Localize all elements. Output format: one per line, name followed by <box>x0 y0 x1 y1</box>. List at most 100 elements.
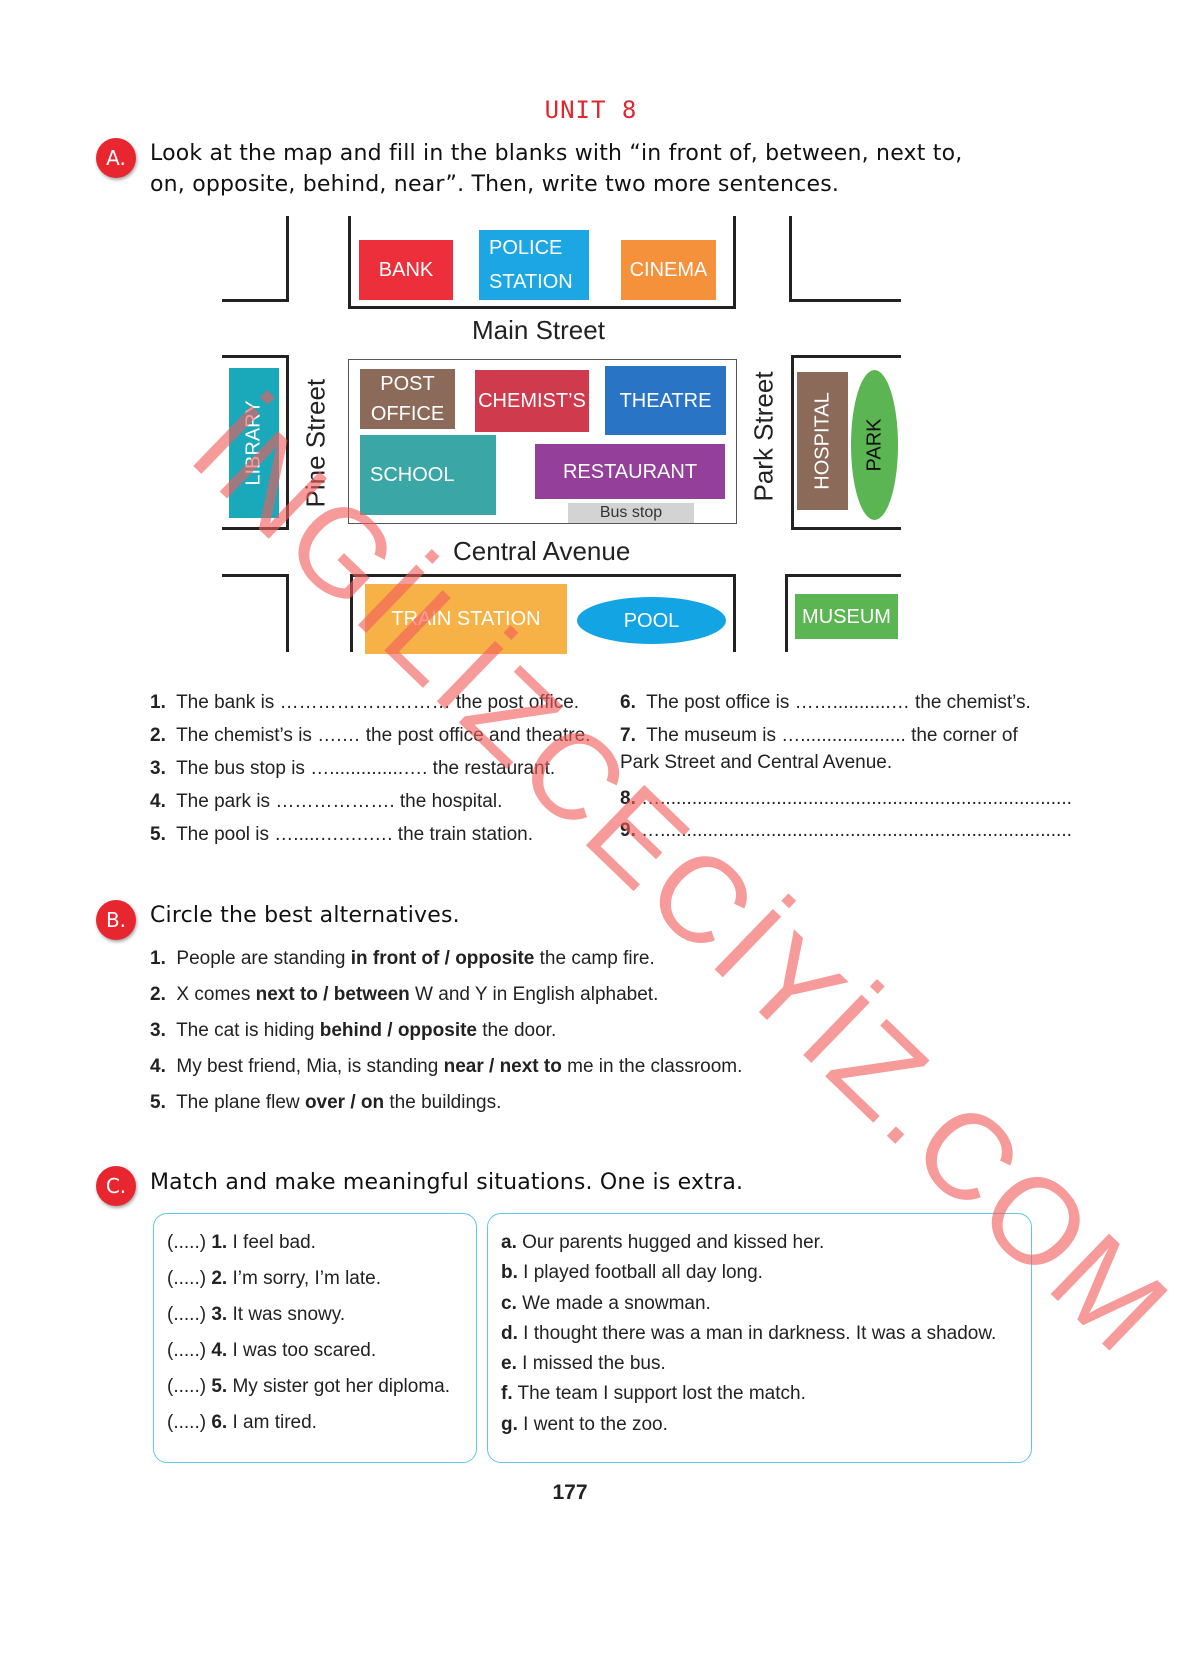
question-b4: 4. My best friend, Mia, is standing near… <box>150 1050 742 1084</box>
question-text: The park is ………………. the hospital. <box>176 791 503 812</box>
item-letter: a. <box>501 1232 517 1253</box>
item-letter: d. <box>501 1323 518 1344</box>
match-right-item: a. Our parents hugged and kissed her. <box>501 1232 824 1254</box>
street-edge <box>286 574 289 652</box>
answer-blank[interactable]: (.....) <box>167 1340 207 1361</box>
sentence-end: W and Y in English alphabet. <box>409 984 659 1005</box>
street-edge <box>222 299 288 302</box>
street-edge <box>733 216 736 309</box>
item-number: 4. <box>211 1340 228 1361</box>
question-a2: 2. The chemist’s is ….… the post office … <box>150 719 590 753</box>
question-text: The chemist’s is ….… the post office and… <box>176 725 591 746</box>
alternatives[interactable]: in front of / opposite <box>350 948 535 969</box>
item-text: I thought there was a man in darkness. I… <box>523 1323 997 1344</box>
unit-title: UNIT 8 <box>544 96 638 124</box>
question-a4: 4. The park is ………………. the hospital. <box>150 785 502 819</box>
question-a5: 5. The pool is ….....….….…. the train st… <box>150 818 533 852</box>
question-b5: 5. The plane flew over / on the building… <box>150 1086 501 1120</box>
item-text: I feel bad. <box>232 1232 316 1253</box>
park-label: PARK <box>863 418 885 472</box>
sentence-start: People are standing <box>176 948 351 969</box>
question-b1: 1. People are standing in front of / opp… <box>150 942 655 976</box>
police-station-building: POLICE STATION <box>479 230 589 300</box>
match-right-item: e. I missed the bus. <box>501 1353 666 1375</box>
item-number: 2. <box>211 1268 228 1289</box>
section-b-title: Circle the best alternatives. <box>150 903 460 928</box>
item-text: I am tired. <box>232 1412 317 1433</box>
item-text: I’m sorry, I’m late. <box>232 1268 381 1289</box>
question-a8: 8. …....................................… <box>620 782 1072 816</box>
street-edge <box>286 355 289 530</box>
sentence-start: The cat is hiding <box>176 1020 320 1041</box>
park-street-label: Park Street <box>748 371 779 502</box>
street-edge <box>791 527 901 530</box>
street-edge <box>286 216 289 302</box>
answer-blank[interactable]: (.....) <box>167 1304 207 1325</box>
hospital-label: HOSPITAL <box>811 392 833 490</box>
item-text: I missed the bus. <box>522 1353 666 1374</box>
train-station-building: TRAIN STATION <box>365 584 567 654</box>
question-number: 3. <box>150 1020 166 1041</box>
sentence-end: me in the classroom. <box>561 1056 743 1077</box>
answer-line[interactable]: ….......................................… <box>641 820 1072 841</box>
match-left-item: (.....) 4. I was too scared. <box>167 1340 376 1362</box>
question-number: 2. <box>150 725 166 746</box>
answer-blank[interactable]: (.....) <box>167 1412 207 1433</box>
match-right-item: f. The team I support lost the match. <box>501 1383 806 1405</box>
answer-blank[interactable]: (.....) <box>167 1232 207 1253</box>
page-number: 177 <box>552 1481 588 1504</box>
item-text: It was snowy. <box>232 1304 346 1325</box>
bus-stop: Bus stop <box>568 503 694 523</box>
park-area: PARK <box>851 370 898 520</box>
street-edge <box>348 306 735 309</box>
item-text: My sister got her diploma. <box>232 1376 451 1397</box>
item-number: 3. <box>211 1304 228 1325</box>
item-text: Our parents hugged and kissed her. <box>522 1232 825 1253</box>
central-block <box>348 359 737 524</box>
question-number: 4. <box>150 791 166 812</box>
item-number: 5. <box>211 1376 228 1397</box>
street-edge <box>789 299 901 302</box>
match-left-box <box>153 1213 477 1463</box>
question-number: 1. <box>150 692 166 713</box>
alternatives[interactable]: next to / between <box>255 984 410 1005</box>
match-left-item: (.....) 1. I feel bad. <box>167 1232 316 1254</box>
question-b2: 2. X comes next to / between W and Y in … <box>150 978 658 1012</box>
item-text: I went to the zoo. <box>523 1414 668 1435</box>
section-a-badge: A. <box>96 138 136 178</box>
question-text: The pool is ….....….….…. the train stati… <box>176 824 533 845</box>
question-a9: 9. …....................................… <box>620 814 1072 848</box>
question-number: 4. <box>150 1056 166 1077</box>
question-text: The bus stop is …..............…. the re… <box>176 758 556 779</box>
question-a6: 6. The post office is ……...........… the… <box>620 686 1031 720</box>
answer-blank[interactable]: (.....) <box>167 1376 207 1397</box>
alternatives[interactable]: behind / opposite <box>319 1020 477 1041</box>
answer-line[interactable]: ….......................................… <box>641 788 1072 809</box>
question-number: 1. <box>150 948 166 969</box>
alternatives[interactable]: near / next to <box>443 1056 562 1077</box>
museum-building: MUSEUM <box>795 594 898 639</box>
cinema-building: CINEMA <box>621 240 716 300</box>
question-number: 5. <box>150 824 166 845</box>
match-right-item: b. I played football all day long. <box>501 1262 763 1284</box>
question-a1: 1. The bank is ……………………… the post office… <box>150 686 579 720</box>
street-edge <box>222 574 288 577</box>
sentence-start: My best friend, Mia, is standing <box>176 1056 444 1077</box>
section-b-badge: B. <box>96 900 136 940</box>
question-number: 6. <box>620 692 636 713</box>
street-edge <box>785 574 788 652</box>
question-text: The bank is ……………………… the post office. <box>176 692 580 713</box>
school-building: SCHOOL <box>360 435 496 515</box>
section-c-title: Match and make meaningful situations. On… <box>150 1170 744 1195</box>
question-number: 7. <box>620 725 636 746</box>
match-left-item: (.....) 3. It was snowy. <box>167 1304 345 1326</box>
match-left-item: (.....) 6. I am tired. <box>167 1412 317 1434</box>
section-c-badge: C. <box>96 1166 136 1206</box>
answer-blank[interactable]: (.....) <box>167 1268 207 1289</box>
library-label: LIBRARY <box>242 400 265 486</box>
theatre-building: THEATRE <box>605 366 726 435</box>
match-right-box <box>487 1213 1032 1463</box>
match-left-item: (.....) 5. My sister got her diploma. <box>167 1376 450 1398</box>
question-number: 2. <box>150 984 166 1005</box>
alternatives[interactable]: over / on <box>304 1092 385 1113</box>
